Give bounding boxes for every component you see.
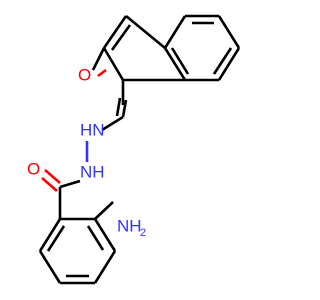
bond [93,218,117,252]
bond [101,115,124,132]
ketone-group: O [78,47,107,84]
bond [212,47,233,75]
bond [38,250,62,284]
nitrogen-atom-label: HN [80,120,105,139]
bond [115,97,122,117]
bond [121,99,128,118]
structure-diagram: O HN NH O NH 2 [27,14,241,285]
bond [163,15,187,49]
hydrazone-group: HN NH [80,120,105,181]
bond [217,47,241,81]
nitrogen-atom-label: NH [80,162,105,181]
bond [46,225,66,252]
bond [110,24,132,51]
amide-group: O [27,159,81,219]
amine-group: NH 2 [94,201,146,239]
aminobenzene-ring [38,217,117,285]
bond [125,14,166,50]
bond [44,169,61,184]
bond [93,250,117,284]
bond [59,179,81,189]
oxygen-atom-label: O [78,65,91,84]
bond [102,47,125,81]
oxygen-atom-label: O [27,159,40,178]
bond [91,47,106,71]
nitrogen-atom-label: NH [117,216,142,235]
bond [38,218,62,252]
naphthalenone-ring [102,14,241,82]
bond [170,47,190,75]
bond [163,47,187,81]
bond [102,15,128,49]
bond [86,225,105,251]
bond [97,68,107,78]
methylidene-bridge [101,80,128,132]
subscript-label: 2 [140,227,146,239]
bond [94,201,114,220]
bond [217,15,241,49]
bond [41,177,58,192]
